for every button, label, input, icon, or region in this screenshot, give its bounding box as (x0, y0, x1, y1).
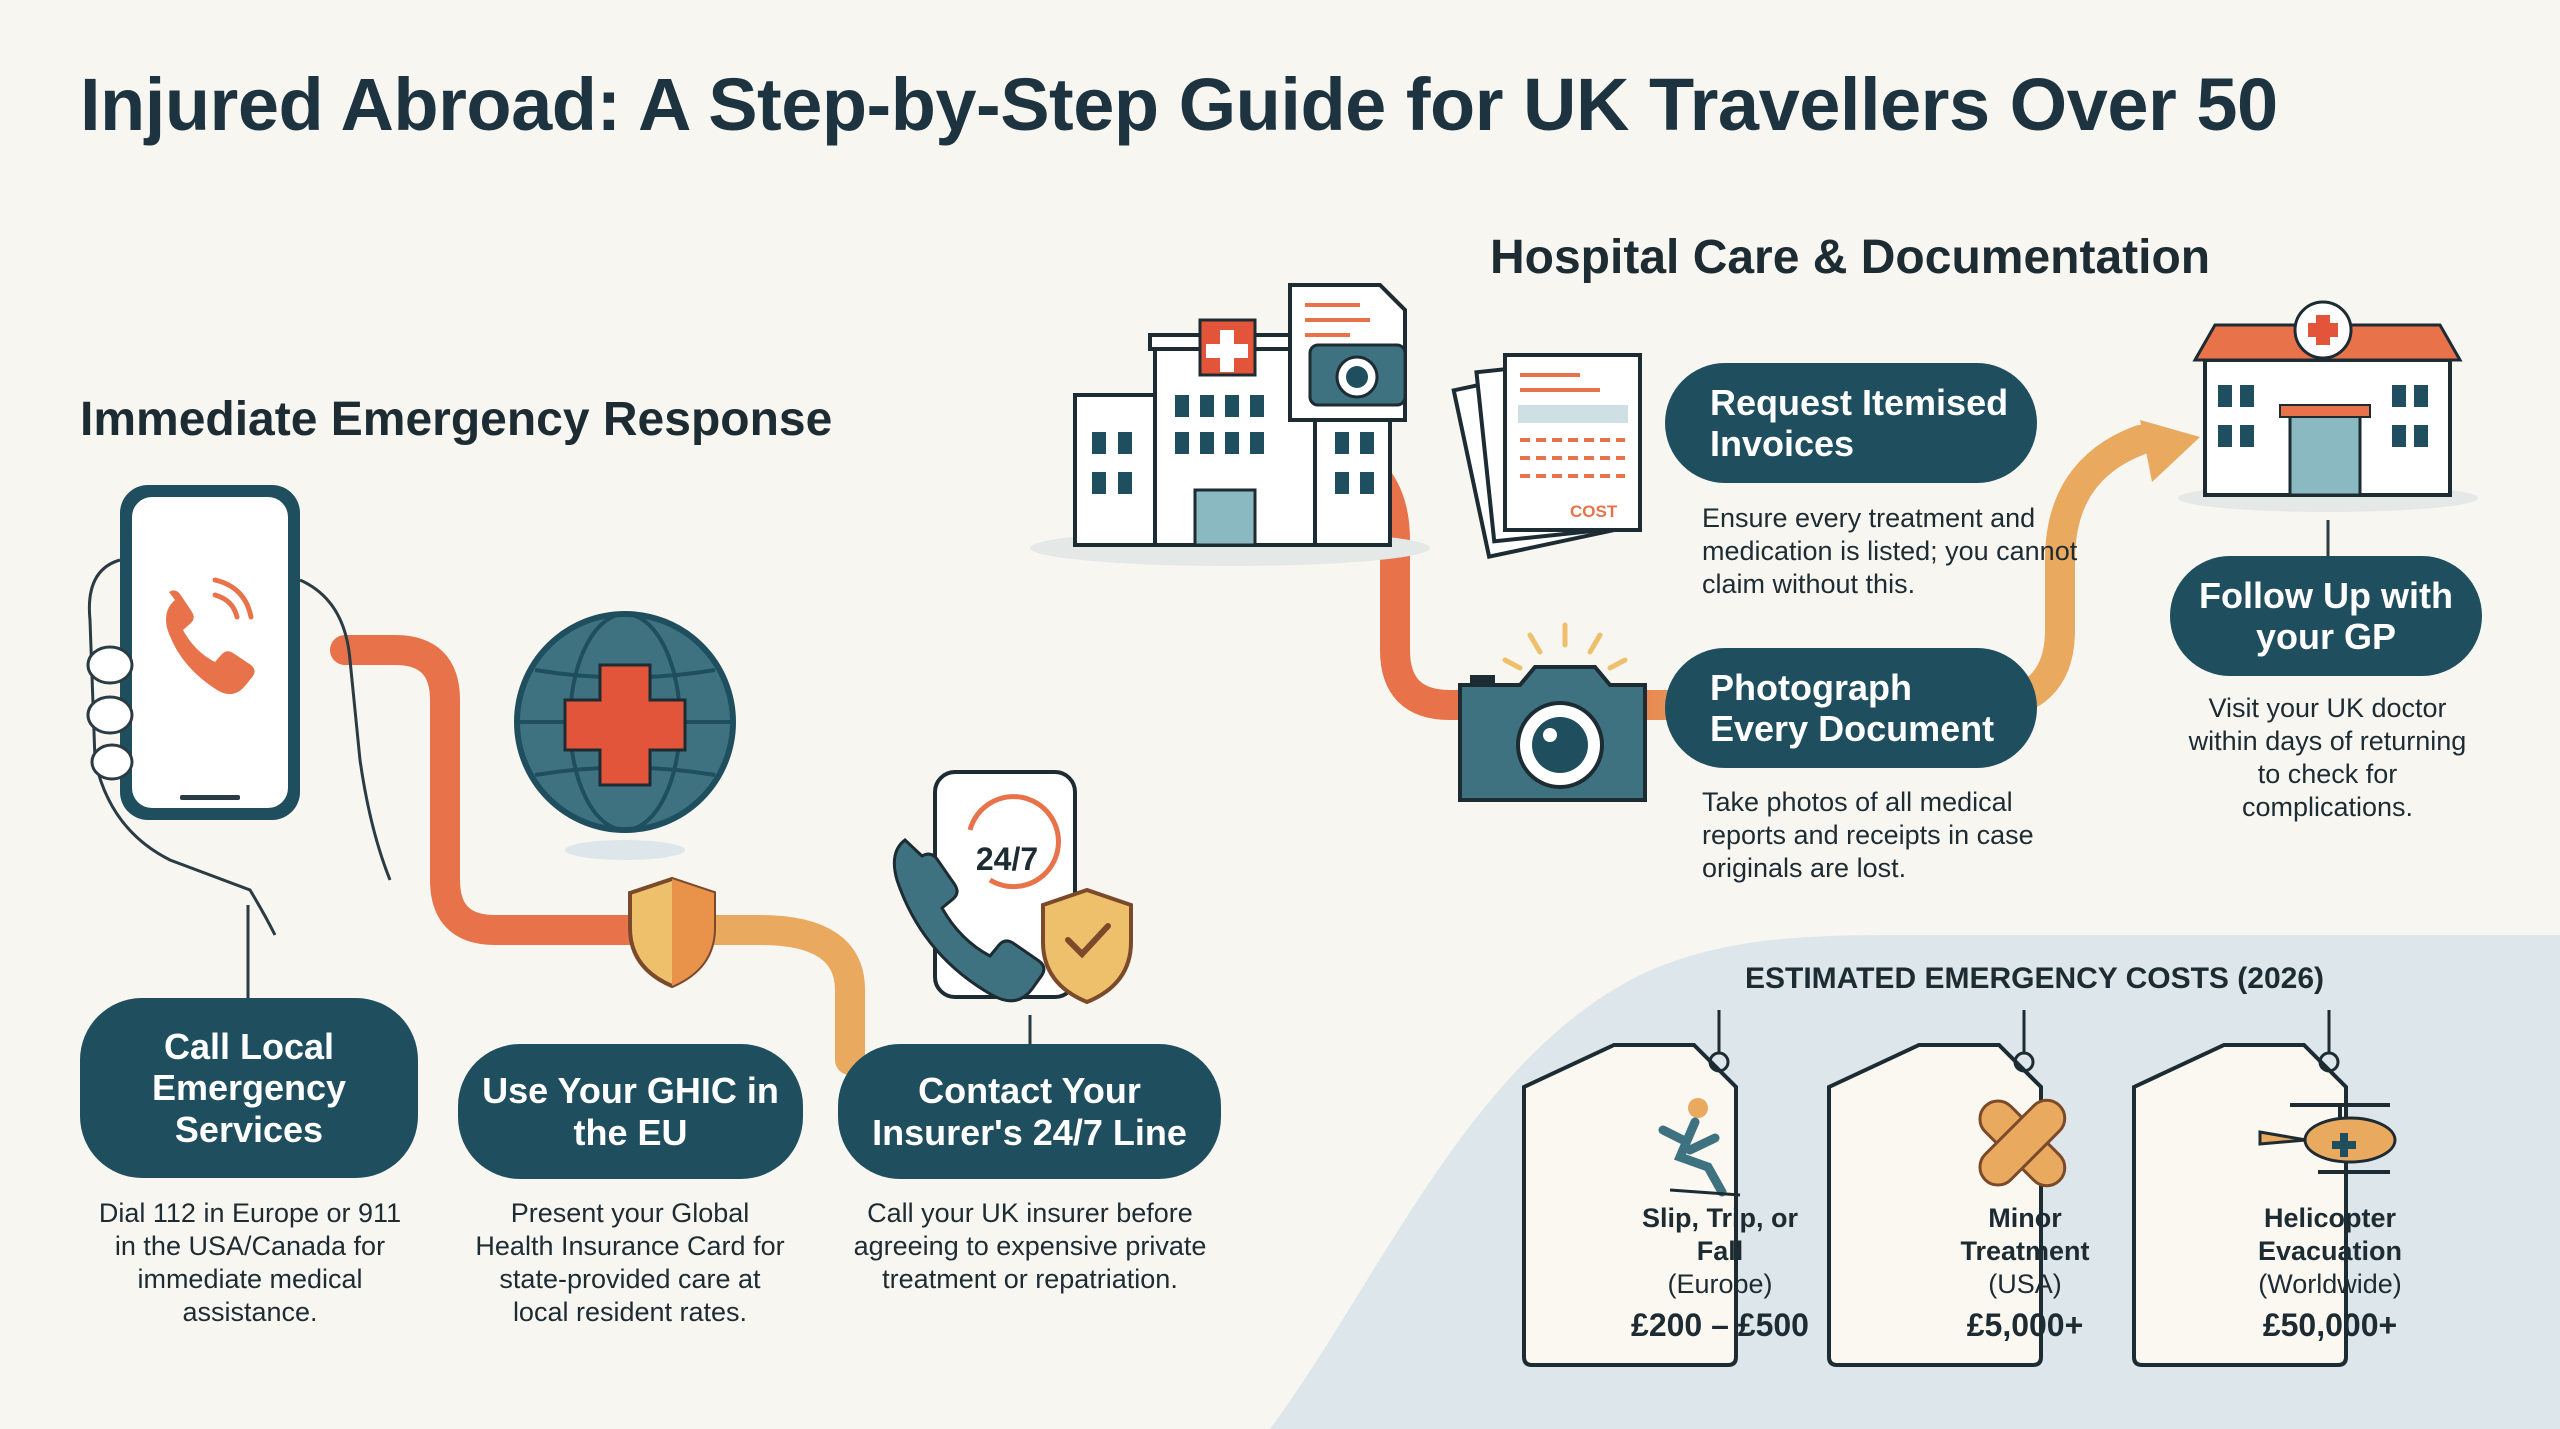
step-desc: Take photos of all medical reports and r… (1702, 787, 2034, 883)
gp-clinic-icon (2178, 300, 2478, 512)
step-desc: Dial 112 in Europe or 911 in the USA/Can… (98, 1198, 402, 1327)
cost-tag-slip: Slip, Trip, or Fall (Europe) (1615, 1202, 1825, 1301)
step-label: Follow Up with your GP (2199, 574, 2453, 657)
section-title-hospital: Hospital Care & Documentation (1490, 231, 2211, 284)
step-photograph-documents: Photograph Every Document (1665, 648, 2037, 768)
step-follow-up-gp: Follow Up with your GP (2170, 556, 2482, 676)
cost-tag-minor-treatment: Minor Treatment (USA) (1920, 1202, 2130, 1301)
bandage-icon (1978, 1098, 2067, 1188)
cost-price: £5,000+ (1966, 1307, 2084, 1343)
camera-icon (1458, 622, 1647, 802)
cost-region: (USA) (1988, 1268, 2062, 1299)
phone-24-7-shield-icon: 24/7 (892, 770, 1133, 1005)
page-title: Injured Abroad: A Step-by-Step Guide for… (80, 63, 2278, 146)
cost-price: £200 – £500 (1631, 1307, 1809, 1343)
cost-name: Helicopter Evacuation (2257, 1203, 2403, 1266)
step-label: Call Local Emergency Services (151, 1025, 347, 1150)
slip-fall-icon (1658, 1098, 1741, 1197)
step-contact-insurer: Contact Your Insurer's 24/7 Line (838, 1044, 1221, 1179)
cost-region: (Europe) (1667, 1268, 1773, 1299)
phone-call-hand-icon (86, 485, 392, 936)
section-title-emergency: Immediate Emergency Response (80, 393, 833, 446)
svg-text:24/7: 24/7 (976, 841, 1038, 877)
step-label: Request Itemised Invoices (1710, 381, 2009, 464)
step-request-invoices: Request Itemised Invoices (1665, 363, 2037, 483)
cost-name: Slip, Trip, or Fall (1641, 1203, 1798, 1266)
emergency-path (330, 635, 865, 1075)
step-use-ghic: Use Your GHIC in the EU (458, 1044, 803, 1179)
cost-price: £50,000+ (2262, 1307, 2398, 1343)
cost-region: (Worldwide) (2258, 1268, 2402, 1299)
step-label: Use Your GHIC in the EU (482, 1070, 779, 1153)
globe-medical-cross-icon (514, 611, 736, 860)
costs-title: ESTIMATED EMERGENCY COSTS (2026) (1745, 962, 2324, 995)
step-call-emergency: Call Local Emergency Services (80, 998, 418, 1178)
cost-name: Minor Treatment (1960, 1203, 2090, 1266)
shield-icon (628, 876, 716, 989)
step-desc: Call your UK insurer before agreeing to … (853, 1198, 1207, 1294)
step-label: Contact Your Insurer's 24/7 Line (872, 1070, 1187, 1153)
invoice-cost-label: COST (1570, 502, 1618, 521)
invoice-documents-icon (1451, 353, 1642, 560)
document-camera-icon (1288, 283, 1407, 422)
step-label: Photograph Every Document (1710, 666, 1995, 749)
price-tag-shapes (1522, 1043, 2348, 1367)
step-desc: Present your Global Health Insurance Car… (475, 1198, 785, 1327)
step-desc: Ensure every treatment and medication is… (1702, 503, 2078, 599)
step-desc: Visit your UK doctor within days of retu… (2188, 693, 2467, 822)
arrow-head (2140, 420, 2200, 482)
cost-tag-helicopter: Helicopter Evacuation (Worldwide) (2225, 1202, 2435, 1301)
helicopter-icon (2258, 1103, 2397, 1174)
